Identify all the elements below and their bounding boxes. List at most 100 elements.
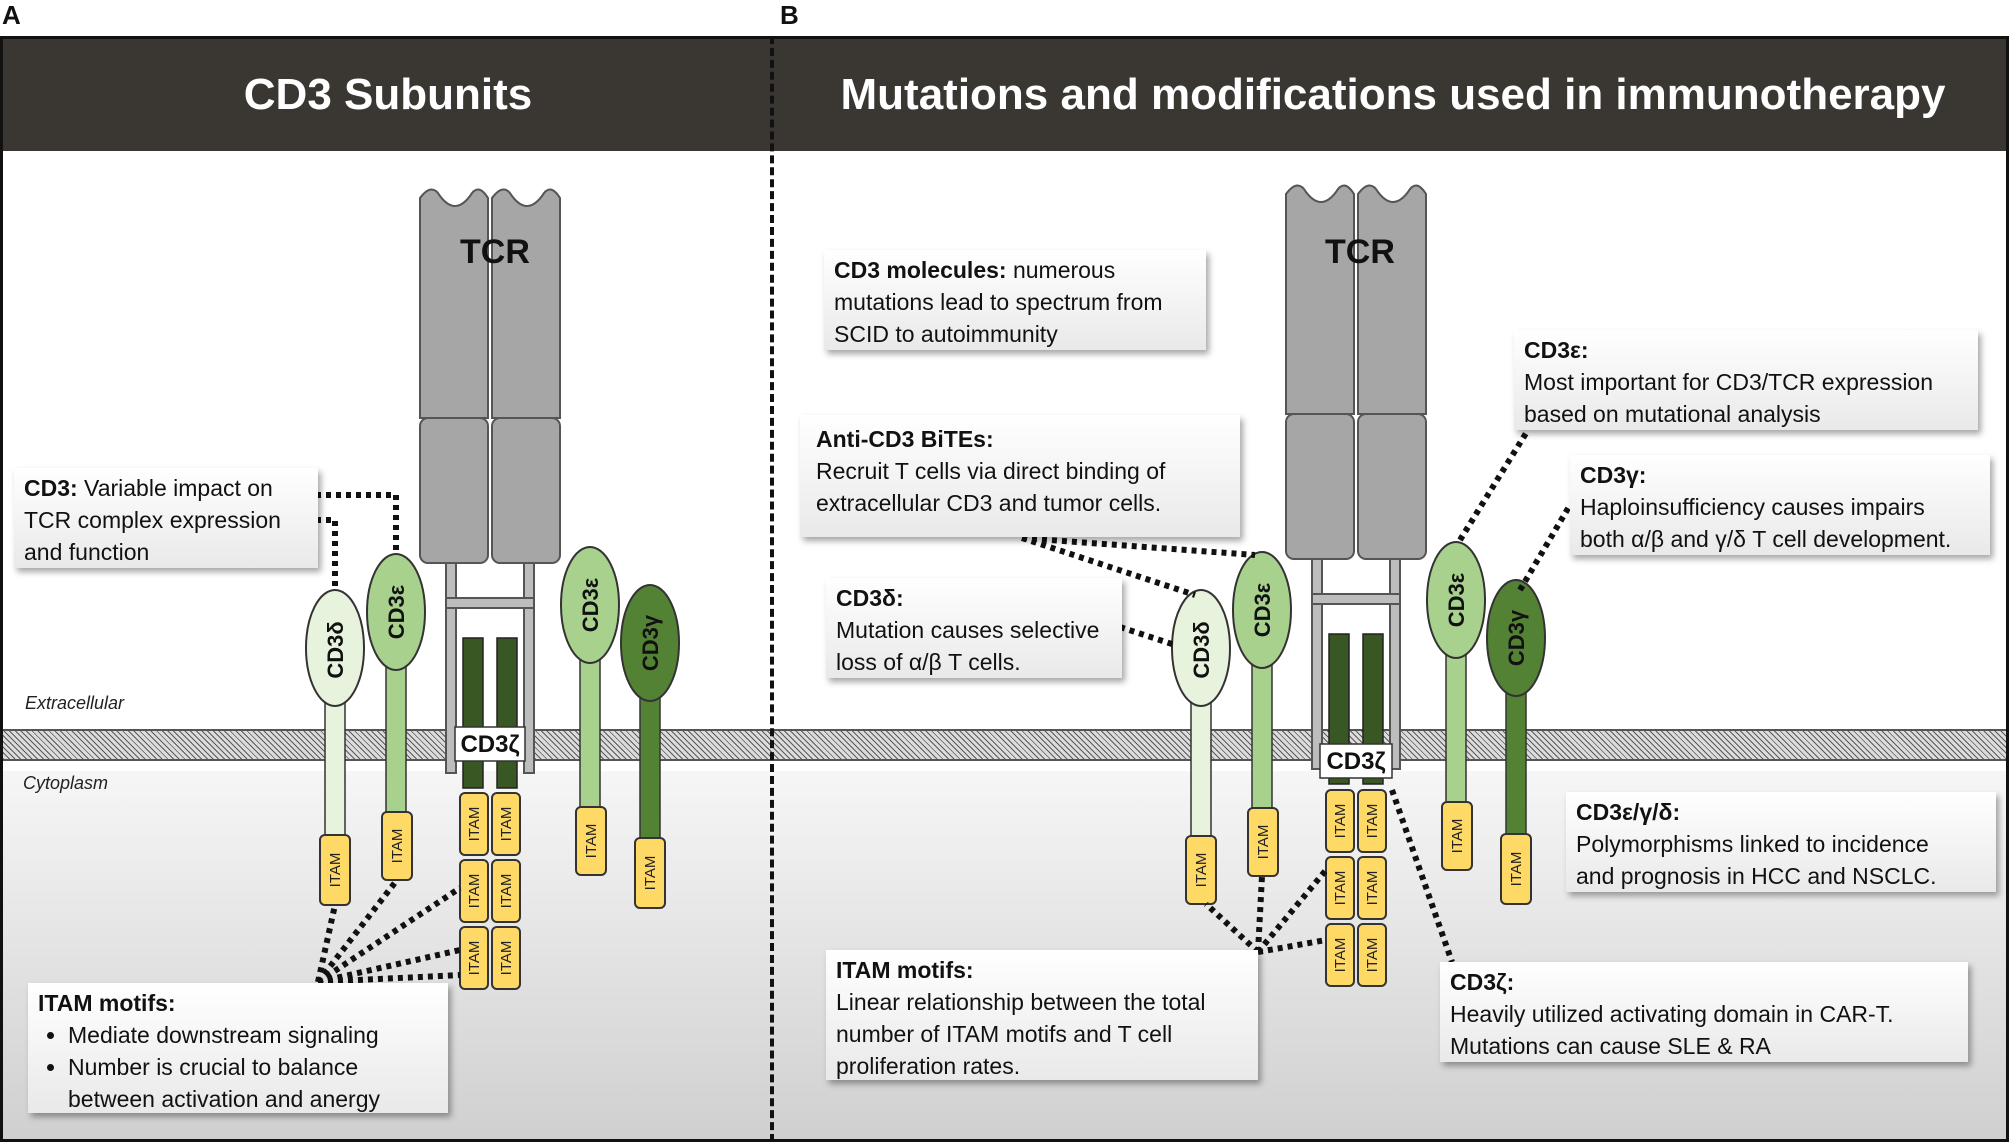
itam-callout-b: ITAM motifs: Linear relationship between…	[826, 950, 1258, 1080]
panel-a-title: CD3 Subunits	[243, 70, 533, 119]
svg-text:ITAM: ITAM	[466, 941, 483, 976]
cd3-delta-callout: CD3δ: Mutation causes selective loss of …	[826, 578, 1122, 678]
svg-text:ITAM: ITAM	[1449, 819, 1466, 854]
egd-callout-text-2: and prognosis in HCC and NSCLC.	[1576, 863, 1937, 889]
gamma-callout-text-1: Haploinsufficiency causes impairs	[1580, 494, 1925, 520]
molecules-text-1: numerous	[1006, 257, 1116, 283]
itam-zeta-a6	[491, 926, 521, 990]
cd3-zeta-label-b: CD3ζ	[1326, 748, 1385, 775]
panel-b-letter: B	[780, 0, 799, 30]
svg-text:ITAM: ITAM	[498, 941, 515, 976]
cd3-egd-callout: CD3ε/γ/δ: Polymorphisms linked to incide…	[1566, 792, 1996, 892]
svg-text:ITAM: ITAM	[1332, 938, 1349, 973]
zeta-callout-text-1: Heavily utilized activating domain in CA…	[1450, 1001, 1894, 1027]
cd3-epsilon-label-a1: CD3ε	[384, 584, 409, 639]
cd3-zeta-label-a: CD3ζ	[460, 731, 519, 758]
itam-bullet-list: Mediate downstream signaling Number is c…	[38, 1019, 438, 1115]
bites-text-2: extracellular CD3 and tumor cells.	[816, 490, 1162, 516]
itam-gamma-b	[1500, 833, 1532, 905]
itam-callout-b-text-2: number of ITAM motifs and T cell	[836, 1021, 1173, 1047]
cd3-gamma-label-a: CD3γ	[638, 614, 663, 671]
cd3-epsilon-a1	[366, 553, 426, 671]
svg-text:ITAM: ITAM	[1508, 852, 1525, 887]
itam-zeta-a5	[459, 926, 489, 990]
svg-text:ITAM: ITAM	[1255, 825, 1272, 860]
zeta-callout-text-2: Mutations can cause SLE & RA	[1450, 1033, 1771, 1059]
cd3-epsilon-a2	[560, 546, 620, 664]
tcr-complex-a	[419, 188, 561, 789]
gamma-callout-title: CD3γ:	[1580, 462, 1647, 488]
panel-a-letter: A	[2, 0, 21, 30]
cd3-gamma-a	[620, 584, 680, 702]
cd3-epsilon-label-b1: CD3ε	[1250, 582, 1275, 637]
panel-divider	[770, 36, 774, 1142]
itam-zeta-a4	[491, 859, 521, 923]
svg-text:ITAM: ITAM	[642, 856, 659, 891]
tcr-label-b: TCR	[1325, 233, 1395, 271]
svg-text:ITAM: ITAM	[1332, 871, 1349, 906]
cd3-callout-a: CD3: Variable impact on TCR complex expr…	[14, 468, 318, 568]
itam-zeta-b2	[1357, 789, 1387, 853]
itam-callout-title-a: ITAM motifs:	[38, 990, 176, 1016]
itam-zeta-b1	[1325, 789, 1355, 853]
connectors-a	[315, 492, 462, 985]
itam-callout-b-text-1: Linear relationship between the total	[836, 989, 1206, 1015]
itam-zeta-a2	[491, 792, 521, 856]
cd3-epsilon-label-a2: CD3ε	[578, 577, 603, 632]
cd3-gamma-b	[1486, 579, 1546, 697]
delta-callout-title: CD3δ:	[836, 585, 904, 611]
itam-delta-a	[319, 834, 351, 906]
svg-text:ITAM: ITAM	[1332, 804, 1349, 839]
itam-zeta-a1	[459, 792, 489, 856]
cytoplasm-label: Cytoplasm	[23, 773, 109, 793]
zeta-callout-title: CD3ζ:	[1450, 969, 1515, 995]
itam-callout-b-text-3: proliferation rates.	[836, 1053, 1021, 1079]
bites-callout: Anti-CD3 BiTEs: Recruit T cells via dire…	[800, 415, 1240, 537]
itam-epsilon-b2	[1441, 801, 1473, 871]
cd3-callout-text-3: and function	[24, 539, 150, 565]
epsilon-callout-text-1: Most important for CD3/TCR expression	[1524, 369, 1934, 395]
epsilon-callout-title: CD3ε:	[1524, 337, 1589, 363]
svg-text:ITAM: ITAM	[583, 824, 600, 859]
cd3-delta-b	[1171, 589, 1231, 707]
cd3-epsilon-callout: CD3ε: Most important for CD3/TCR express…	[1514, 330, 1978, 430]
itam-zeta-b6	[1357, 923, 1387, 987]
svg-text:ITAM: ITAM	[1364, 938, 1381, 973]
cd3-zeta-box-a	[454, 726, 526, 762]
zeta-itams-b	[1325, 789, 1387, 987]
itam-zeta-b4	[1357, 856, 1387, 920]
svg-text:ITAM: ITAM	[1364, 871, 1381, 906]
svg-text:ITAM: ITAM	[327, 853, 344, 888]
epsilon-callout-text-2: based on mutational analysis	[1524, 401, 1821, 427]
itam-bullet-2: Number is crucial to balance between act…	[68, 1051, 438, 1115]
svg-text:ITAM: ITAM	[1193, 853, 1210, 888]
cd3-delta-a	[305, 589, 365, 707]
header-bar	[3, 39, 2006, 151]
svg-text:ITAM: ITAM	[498, 807, 515, 842]
bites-title: Anti-CD3 BiTEs:	[816, 426, 994, 452]
itam-bullet-1: Mediate downstream signaling	[68, 1019, 438, 1051]
extracellular-label: Extracellular	[25, 693, 125, 713]
itam-epsilon-a1	[381, 811, 413, 881]
cd3-epsilon-b1	[1232, 551, 1292, 669]
itam-labels-a: ITAM ITAM ITAM ITAM ITAM ITAM ITAM ITAM …	[327, 807, 659, 976]
connectors-b	[1021, 428, 1573, 963]
itam-epsilon-a2	[575, 806, 607, 876]
itam-zeta-b3	[1325, 856, 1355, 920]
cd3-callout-text-1: Variable impact on	[77, 475, 273, 501]
itam-gamma-a	[634, 837, 666, 909]
itam-zeta-a3	[459, 859, 489, 923]
itam-callout-a: ITAM motifs: Mediate downstream signalin…	[28, 983, 448, 1113]
egd-callout-title: CD3ε/γ/δ:	[1576, 799, 1681, 825]
cd3-callout-title: CD3:	[24, 475, 78, 501]
molecules-text-2: mutations lead to spectrum from	[834, 289, 1163, 315]
zeta-itams-a	[459, 792, 521, 990]
cd3-delta-label-a: CD3δ	[323, 621, 348, 678]
svg-text:ITAM: ITAM	[466, 807, 483, 842]
itam-callout-title-b: ITAM motifs:	[836, 957, 974, 983]
bites-text-1: Recruit T cells via direct binding of	[816, 458, 1166, 484]
cd3-molecules-callout: CD3 molecules: numerous mutations lead t…	[824, 250, 1206, 350]
egd-callout-text-1: Polymorphisms linked to incidence	[1576, 831, 1929, 857]
delta-callout-text-2: loss of α/β T cells.	[836, 649, 1021, 675]
